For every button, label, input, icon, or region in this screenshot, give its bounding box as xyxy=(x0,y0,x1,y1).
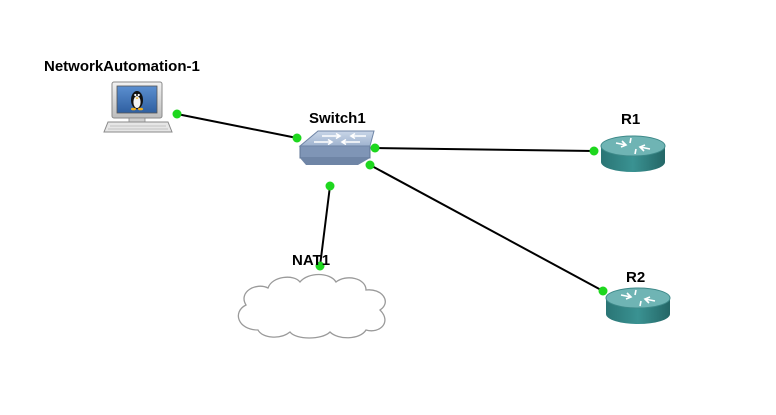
port-r2 xyxy=(598,286,608,296)
port-r1 xyxy=(589,146,599,156)
ports-layer xyxy=(172,109,608,296)
port-sw1-r2 xyxy=(365,160,375,170)
links-layer xyxy=(176,113,604,292)
port-sw1-na1 xyxy=(292,133,302,143)
node-label-networkautomation-1[interactable]: NetworkAutomation-1 xyxy=(44,58,200,75)
link-sw1-nat1[interactable] xyxy=(319,185,331,267)
router-icon xyxy=(600,135,666,172)
port-na1 xyxy=(172,109,182,119)
node-nat1[interactable] xyxy=(237,273,386,339)
node-label-r1[interactable]: R1 xyxy=(621,111,641,128)
node-networkautomation-1[interactable] xyxy=(103,81,173,133)
node-r2[interactable] xyxy=(605,287,671,324)
cloud-icon xyxy=(237,273,386,339)
node-label-switch1[interactable]: Switch1 xyxy=(309,110,366,127)
node-r1[interactable] xyxy=(600,135,666,172)
port-sw1-r1 xyxy=(370,143,380,153)
port-nat1 xyxy=(315,261,325,271)
router-icon xyxy=(605,287,671,324)
link-sw1-r2[interactable] xyxy=(369,164,604,292)
node-label-r2[interactable]: R2 xyxy=(626,269,646,286)
node-switch1[interactable] xyxy=(298,130,375,165)
link-na1-sw1[interactable] xyxy=(176,113,298,139)
node-label-nat1[interactable]: NAT1 xyxy=(292,252,331,269)
port-sw1-nat1 xyxy=(325,181,335,191)
tux-computer-icon xyxy=(103,81,173,133)
link-sw1-r1[interactable] xyxy=(374,147,595,152)
switch-icon xyxy=(298,130,375,165)
